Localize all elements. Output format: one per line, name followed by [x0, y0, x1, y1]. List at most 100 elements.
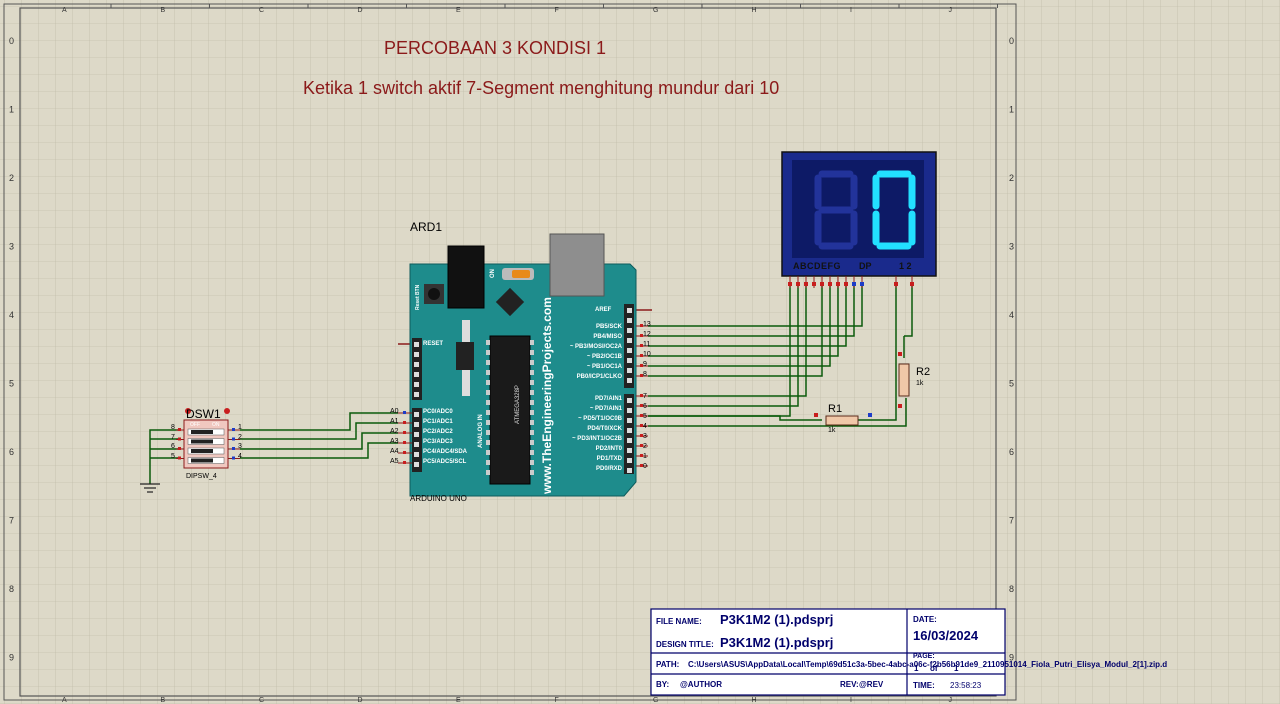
border-col-D: D — [358, 7, 363, 14]
reset-pin-label: RESET — [423, 341, 444, 347]
analog-pin-number: A2 — [390, 428, 399, 435]
analog-header-pin[interactable] — [414, 442, 419, 447]
dipswitch-name-label: DIPSW_4 — [186, 473, 217, 480]
dip-off-label: OFF — [190, 422, 200, 428]
dip-toggle-knob[interactable] — [191, 458, 213, 463]
date-label: DATE: — [913, 615, 937, 624]
time-label: TIME: — [913, 681, 935, 690]
border-col-E: E — [456, 7, 461, 14]
analog-header-pin[interactable] — [414, 452, 419, 457]
dip-pin-number: 8 — [171, 424, 175, 431]
segment-pin[interactable] — [910, 282, 914, 286]
digital-header-pin[interactable] — [627, 398, 632, 403]
digital-pin-number: 9 — [643, 361, 647, 368]
power-jack-icon — [447, 245, 485, 309]
digital-header-pin[interactable] — [627, 448, 632, 453]
digital-pin-number: 11 — [643, 341, 651, 348]
border-col-G: G — [653, 7, 658, 14]
digital-header-pin[interactable] — [627, 428, 632, 433]
digital-header-pin[interactable] — [627, 378, 632, 383]
digital-pin-label: ~ PD7/AIN1 — [589, 406, 622, 412]
digital-pin-label: PD1/TXD — [596, 456, 622, 462]
analog-pin-label: PC4/ADC4/SDA — [423, 449, 468, 455]
border-row-1: 1 — [1009, 105, 1014, 115]
seven-segment-display — [781, 151, 937, 277]
page-value: 1 — [914, 664, 919, 673]
digital-header-pin[interactable] — [627, 338, 632, 343]
analog-pin-number: A3 — [390, 438, 399, 445]
resistor-r2[interactable] — [898, 352, 910, 408]
digital-header-pin[interactable] — [627, 368, 632, 373]
analog-pin-label: PC1/ADC1 — [423, 419, 453, 425]
dip-toggle-knob[interactable] — [191, 439, 213, 444]
analog-pin-label: PC3/ADC3 — [423, 439, 453, 445]
title-block-frame — [650, 608, 1006, 696]
segment-pin[interactable] — [894, 282, 898, 286]
digital-header-pin[interactable] — [627, 358, 632, 363]
r2-value-label: 1k — [916, 380, 924, 387]
analog-pin-number: A5 — [390, 458, 399, 465]
dip-pin-number: 2 — [238, 433, 242, 441]
digital-header-pin[interactable] — [627, 308, 632, 313]
border-row-2: 2 — [1009, 173, 1014, 183]
segment-pin[interactable] — [820, 282, 824, 286]
analog-header-pin[interactable] — [414, 432, 419, 437]
border-col-J: J — [949, 697, 953, 704]
dip-pin-number: 3 — [238, 443, 242, 450]
digital-header-pin[interactable] — [627, 468, 632, 473]
dip-toggle-knob[interactable] — [191, 449, 213, 453]
segment-pin[interactable] — [852, 282, 856, 286]
digital-header-pin[interactable] — [627, 318, 632, 323]
design-title-value: P3K1M2 (1).pdsprj — [720, 635, 834, 650]
digital-header-pin[interactable] — [627, 408, 632, 413]
analog-pin-label: PC2/ADC2 — [423, 429, 453, 435]
segment-pin[interactable] — [796, 282, 800, 286]
analog-header-pin[interactable] — [414, 422, 419, 427]
segment-pin[interactable] — [860, 282, 864, 286]
border-row-0: 0 — [9, 36, 14, 46]
border-row-3: 3 — [1009, 242, 1014, 252]
usb-connector-icon — [549, 233, 605, 297]
resistor-r1[interactable] — [814, 413, 872, 426]
segment-pin[interactable] — [812, 282, 816, 286]
arduino-name-label: ARDUINO UNO — [410, 494, 467, 503]
segment-pin[interactable] — [804, 282, 808, 286]
border-row-0: 0 — [1009, 36, 1014, 46]
border-row-1: 1 — [9, 105, 14, 115]
digital-header-pin[interactable] — [627, 438, 632, 443]
dip-pin-number: 7 — [171, 433, 175, 441]
digital-header-pin[interactable] — [627, 458, 632, 463]
dip-toggle-knob[interactable] — [191, 430, 213, 434]
dip-switch[interactable] — [183, 408, 230, 469]
digital-pin-number: 1 — [643, 453, 647, 460]
digital-header-pin[interactable] — [627, 418, 632, 423]
digital-pin-label: PB4/MISO — [593, 334, 622, 340]
border-row-4: 4 — [1009, 310, 1014, 320]
analog-pin-number: A4 — [390, 448, 399, 455]
analog-header-pin[interactable] — [414, 412, 419, 417]
digital-pin-number: 13 — [643, 321, 651, 328]
segment-pin[interactable] — [828, 282, 832, 286]
arduino-board[interactable] — [409, 233, 637, 497]
rev-value: @REV — [859, 680, 884, 689]
sheet-border — [3, 3, 1017, 701]
file-name-value: P3K1M2 (1).pdsprj — [720, 612, 834, 627]
segment-pin[interactable] — [844, 282, 848, 286]
r2-ref-label: R2 — [916, 366, 931, 378]
border-row-6: 6 — [1009, 447, 1014, 457]
border-row-9: 9 — [9, 653, 14, 663]
analog-pin-label: PC0/ADC0 — [423, 409, 453, 415]
page-label: PAGE: — [913, 653, 935, 660]
segment-pin[interactable] — [836, 282, 840, 286]
border-col-F: F — [555, 7, 559, 14]
digital-header-pin[interactable] — [627, 348, 632, 353]
ground-icon — [140, 483, 160, 493]
analog-pin-number: A0 — [390, 408, 399, 415]
digital-pin-label: PB5/SCK — [595, 324, 622, 330]
segment-pin[interactable] — [788, 282, 792, 286]
digit-ones-lit — [872, 170, 916, 250]
digital-header-pin[interactable] — [627, 328, 632, 333]
time-value: 23:58:23 — [950, 681, 982, 690]
analog-header-pin[interactable] — [414, 462, 419, 467]
